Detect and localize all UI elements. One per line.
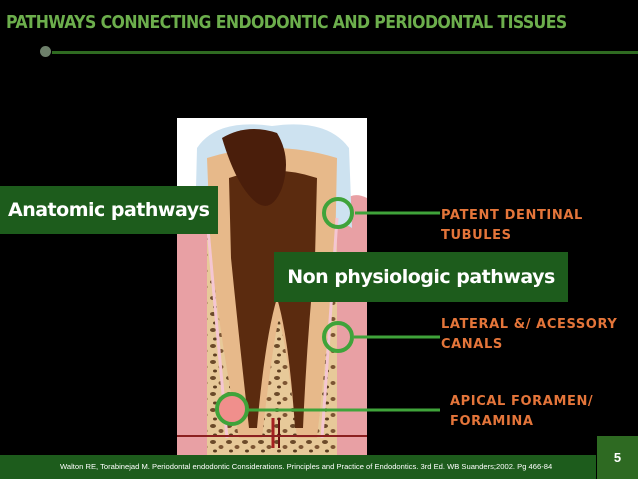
label-line: PATENT DENTINAL xyxy=(441,208,583,223)
title-bullet-dot xyxy=(40,46,51,57)
label-apical-foramen: APICAL FORAMEN/ FORAMINA xyxy=(450,392,630,432)
label-patent-dentinal-tubules: PATENT DENTINAL TUBULES xyxy=(441,206,621,246)
non-physiologic-pathways-box: Non physiologic pathways xyxy=(274,252,568,302)
marker-lateral-canals xyxy=(322,321,354,353)
marker-apical-foramen xyxy=(215,392,249,426)
footer-bar xyxy=(0,455,596,479)
label-line: FORAMINA xyxy=(450,414,534,429)
marker-patent-tubules xyxy=(322,197,354,229)
label-line: CANALS xyxy=(441,337,503,352)
anatomic-pathways-box: Anatomic pathways xyxy=(0,186,218,234)
label-line: LATERAL &/ ACESSORY xyxy=(441,317,618,332)
slide-title: PATHWAYS CONNECTING ENDODONTIC AND PERIO… xyxy=(6,13,567,33)
label-line: APICAL FORAMEN/ xyxy=(450,394,594,409)
label-lateral-accessory-canals: LATERAL &/ ACESSORY CANALS xyxy=(441,315,631,355)
page-number: 5 xyxy=(597,436,638,479)
citation-text: Walton RE, Torabinejad M. Periodontal en… xyxy=(60,462,553,471)
label-line: TUBULES xyxy=(441,228,512,243)
title-divider xyxy=(52,51,638,54)
tooth-cross-section-illustration xyxy=(177,118,367,458)
